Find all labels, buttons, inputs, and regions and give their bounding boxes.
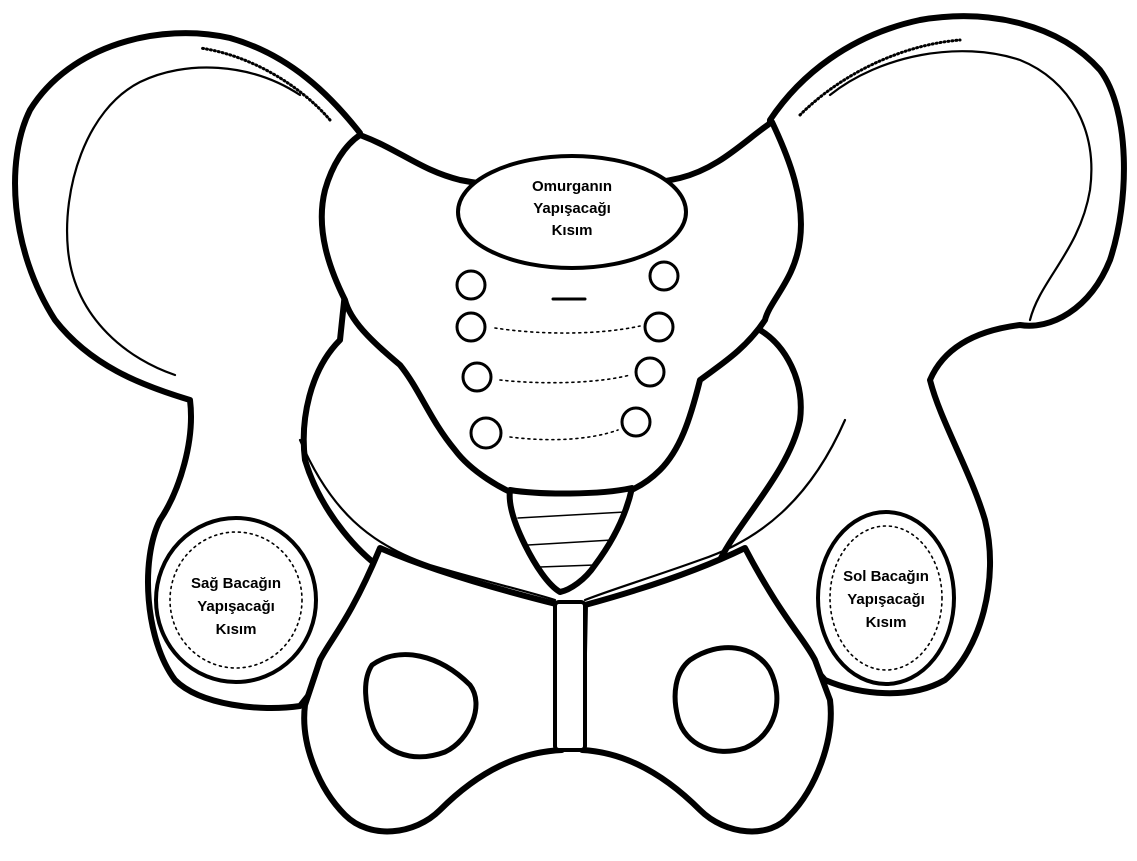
- left-obturator-foramen: [675, 648, 777, 752]
- pubic-symphysis: [555, 602, 585, 750]
- foramen-right-1: [457, 271, 485, 299]
- spine-label-line-2: Yapışacağı: [533, 200, 611, 217]
- right-leg-label-line-1: Sağ Bacağın: [191, 575, 281, 592]
- foramen-right-3: [463, 363, 491, 391]
- right-leg-label-line-2: Yapışacağı: [197, 598, 275, 615]
- spine-label-line-3: Kısım: [552, 222, 593, 239]
- foramen-right-4: [471, 418, 501, 448]
- right-leg-label-line-3: Kısım: [216, 621, 257, 638]
- coccyx: [510, 488, 632, 592]
- foramen-right-2: [457, 313, 485, 341]
- foramen-left-4: [622, 408, 650, 436]
- left-leg-label-line-2: Yapışacağı: [847, 591, 925, 608]
- foramen-left-3: [636, 358, 664, 386]
- symphysis-disc: [555, 602, 585, 750]
- foramen-left-1: [650, 262, 678, 290]
- spine-label-line-1: Omurganın: [532, 178, 612, 195]
- left-leg-label-line-1: Sol Bacağın: [843, 568, 929, 585]
- left-leg-label-line-3: Kısım: [866, 614, 907, 631]
- foramen-left-2: [645, 313, 673, 341]
